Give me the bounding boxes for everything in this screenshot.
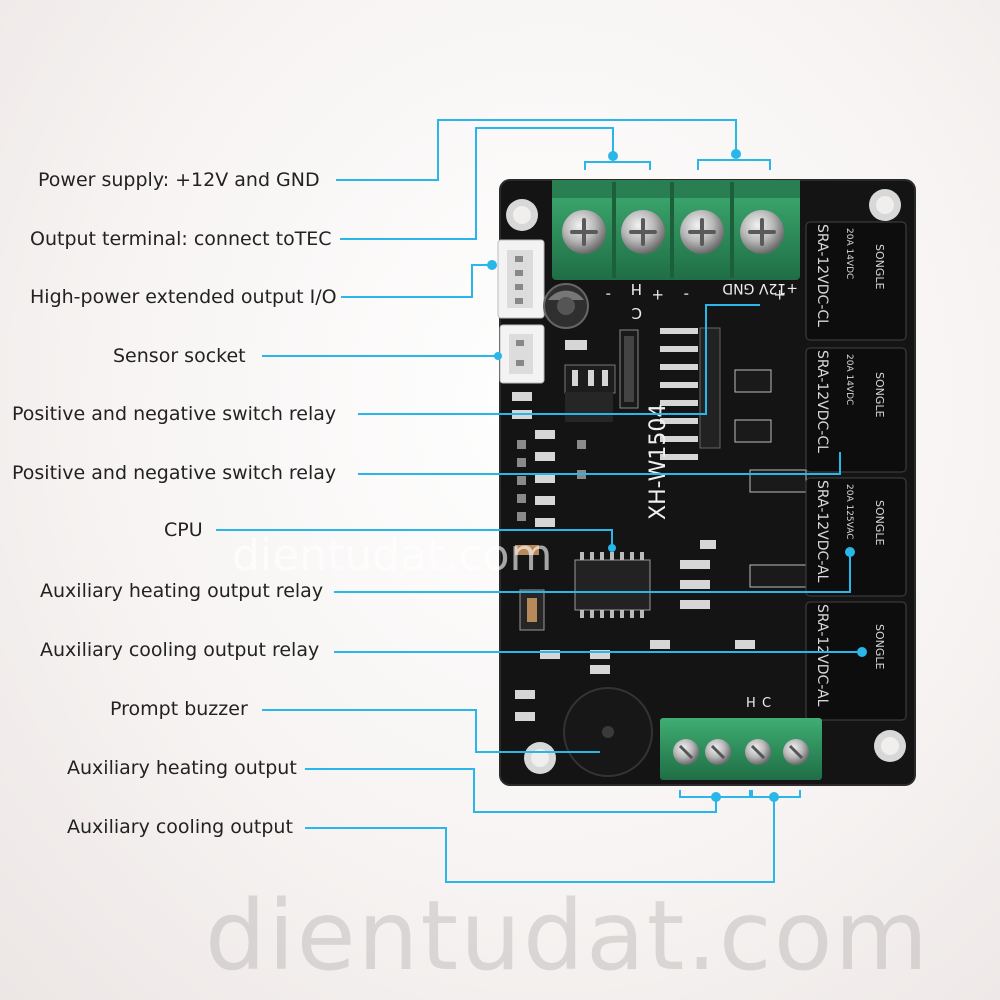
top-terminal-h-label: H [631,280,642,298]
sensor-connector [499,324,545,384]
top-terminal-mark-1: - [606,286,611,304]
cpu-chip [574,552,651,618]
label-relay-pn-2: Positive and negative switch relay [12,462,337,484]
top-terminal-mark-2: + [651,286,664,304]
label-output-terminal: Output terminal: connect toTEC [30,228,332,250]
leader-dots [487,149,867,802]
relay-1-brand: SONGLE [873,244,886,290]
high-power-io-connector [497,239,545,319]
label-sensor-socket: Sensor socket [113,345,246,367]
relay-3-model: SRA-12VDC-AL [814,480,830,583]
bottom-terminal-block [660,718,822,780]
top-terminal-c-label: C [632,304,642,322]
top-terminal-mark-4: + [773,286,786,304]
relay-3-rating: 20A 125VAC [844,484,854,540]
label-high-power-io: High-power extended output I/O [30,286,337,308]
relay-1-rating: 20A 14VDC [844,228,854,279]
relay-1-model: SRA-12VDC-CL [814,224,830,327]
label-aux-heating-output: Auxiliary heating output [67,757,297,779]
bottom-terminal-c-label: C [762,696,771,711]
leader-lines [216,119,862,883]
watermark-large: dientudat.com [205,880,930,992]
top-terminal-mark-3: - [684,286,689,304]
label-power-supply: Power supply: +12V and GND [38,169,320,191]
label-relay-pn-1: Positive and negative switch relay [12,403,337,425]
relay-4-brand: SONGLE [873,624,886,670]
relay-2-model: SRA-12VDC-CL [814,350,830,453]
label-cpu: CPU [164,519,203,541]
watermark-small: dientudat.com [232,530,553,581]
top-terminal-voltage-label: +12V GND [722,280,798,296]
bottom-terminal-h-label: H [746,696,756,711]
relay-4-model: SRA-12VDC-AL [814,604,830,707]
relay-3-brand: SONGLE [873,500,886,546]
label-buzzer: Prompt buzzer [110,698,248,720]
label-aux-heating-relay: Auxiliary heating output relay [40,580,324,602]
relay-2-brand: SONGLE [873,372,886,418]
board-model-label: XH-W1504 [646,404,671,520]
label-aux-cooling-output: Auxiliary cooling output [67,816,293,838]
buzzer [563,687,653,777]
smd-components [512,327,807,721]
relays [805,221,907,721]
capacitor [543,283,589,329]
top-terminal-block [552,180,800,280]
mounting-holes [506,189,906,774]
relay-2-rating: 20A 14VDC [844,354,854,405]
label-aux-cooling-relay: Auxiliary cooling output relay [40,639,320,661]
